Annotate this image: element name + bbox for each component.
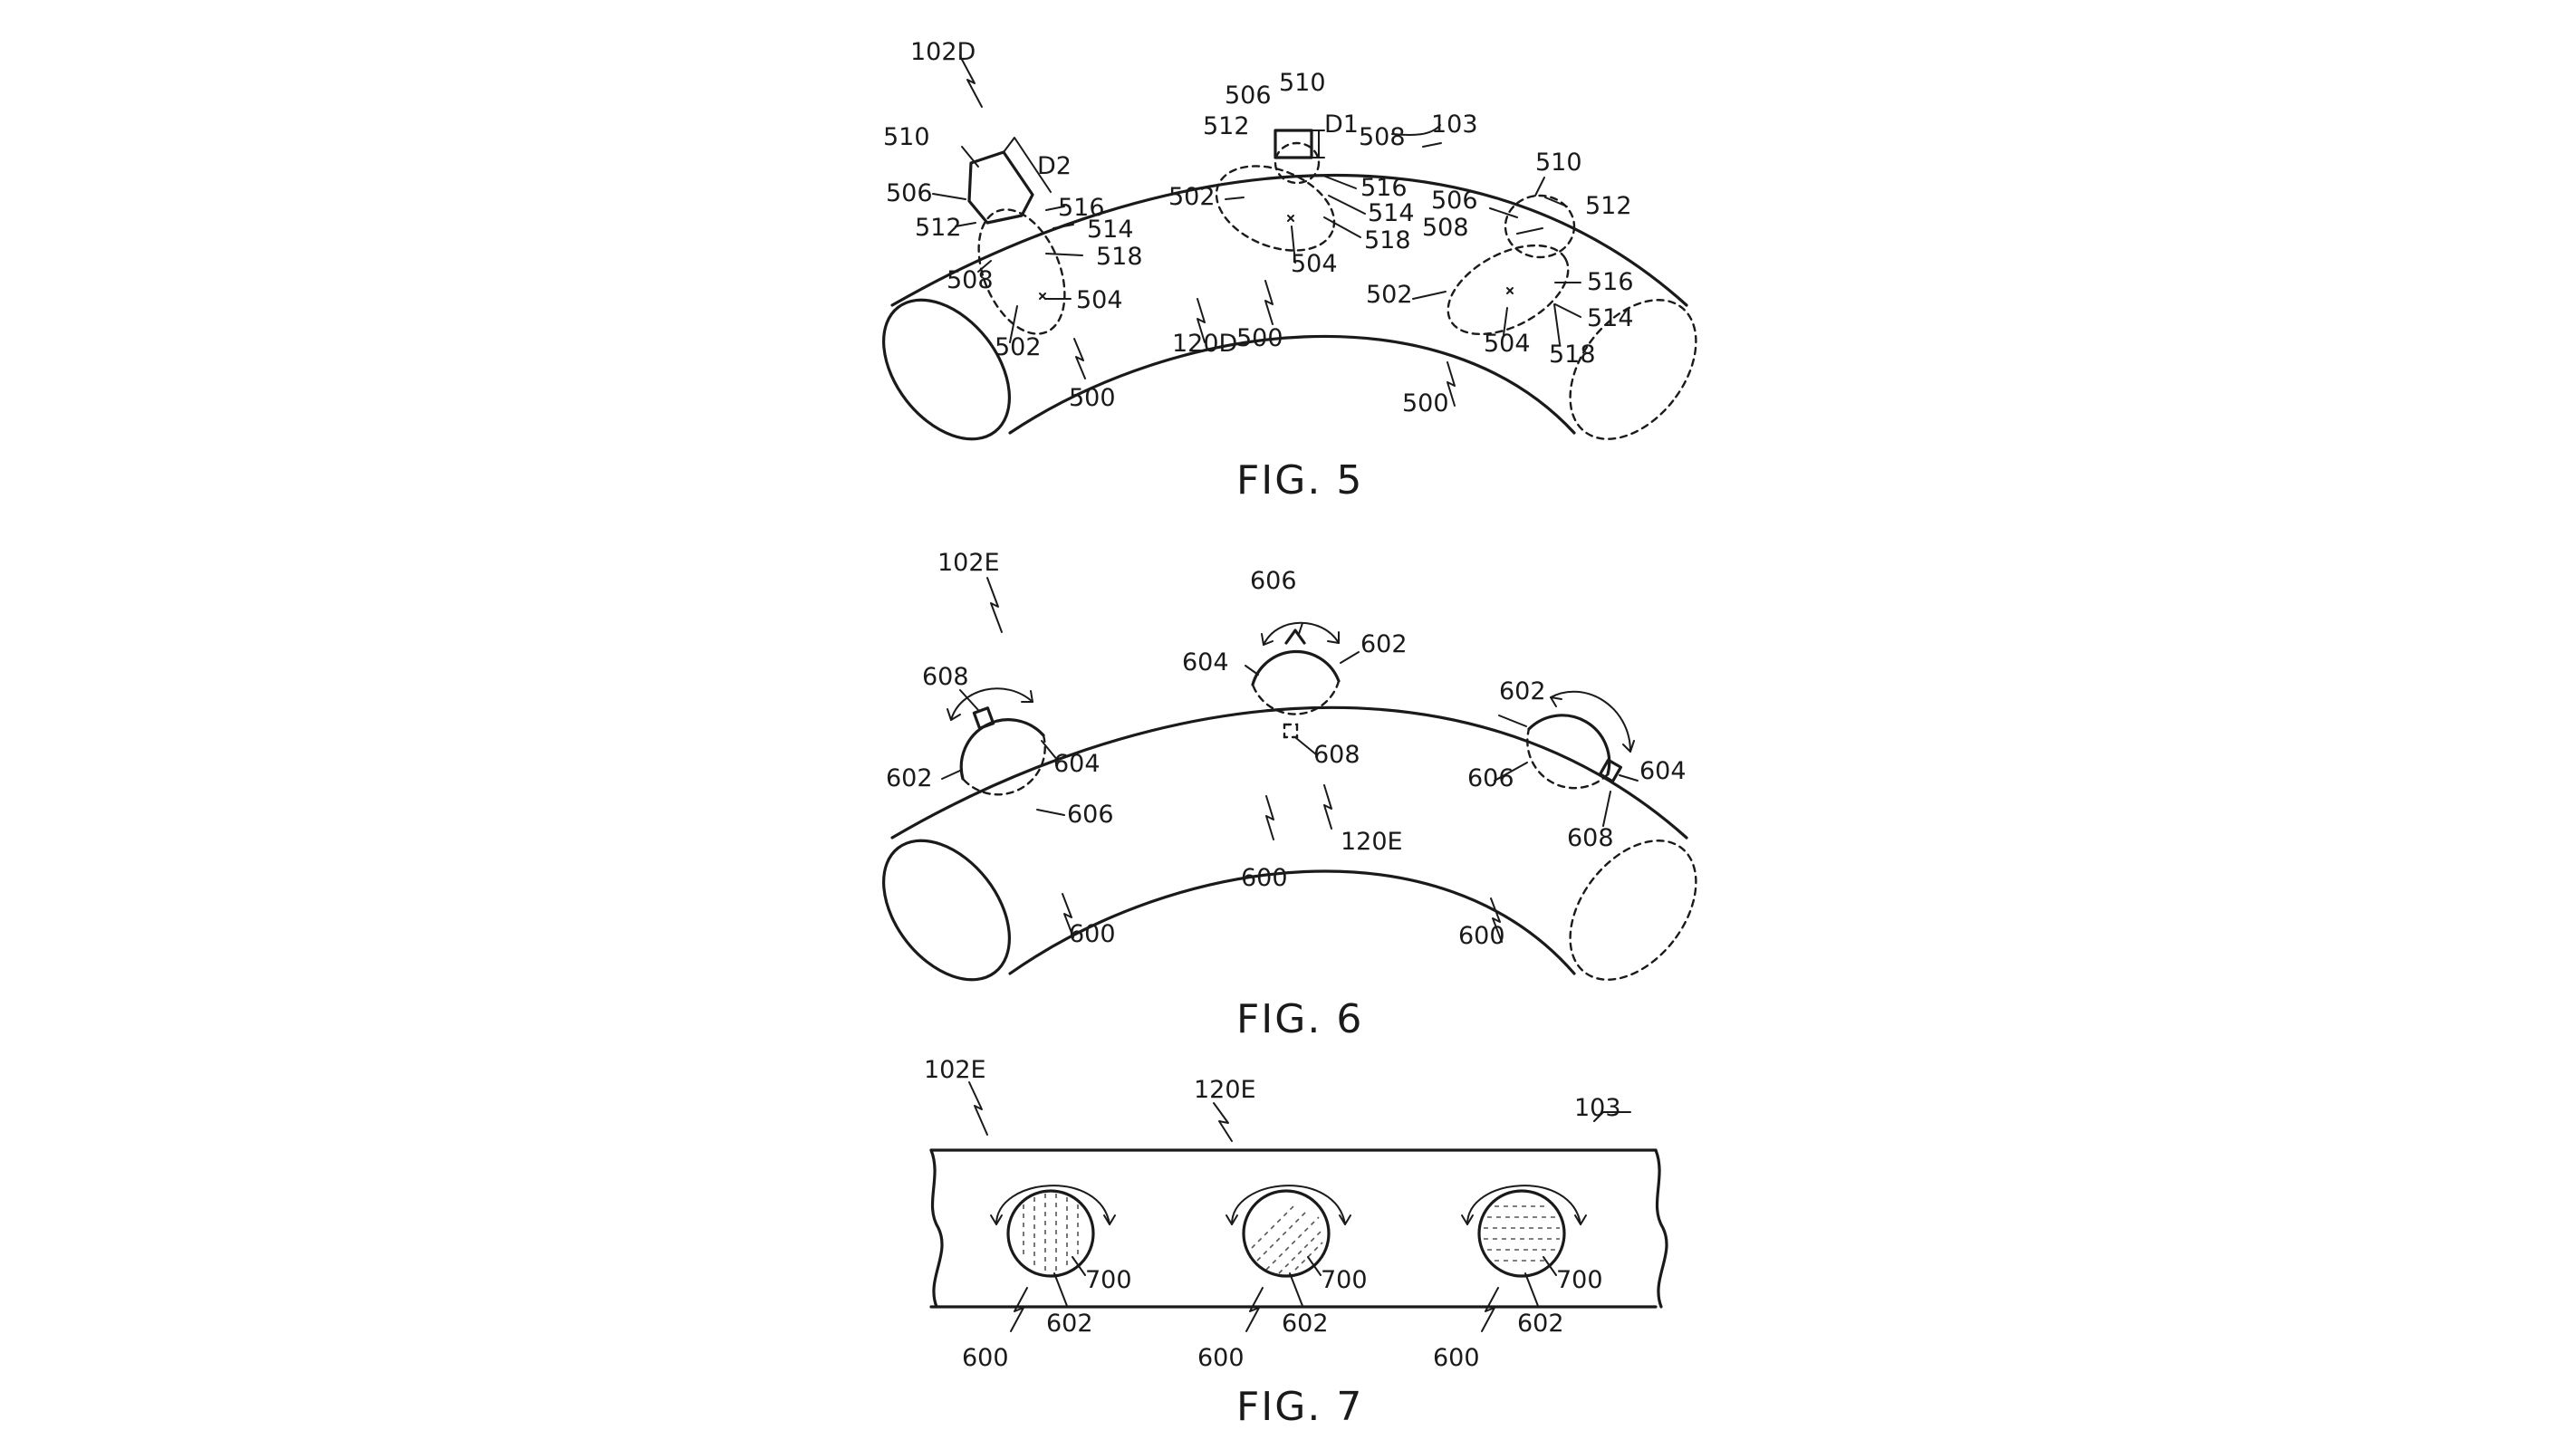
label-500-center: 500: [1236, 324, 1283, 352]
figure-7: 102E 120E 103 700 602 600 700 602 600 70…: [924, 1056, 1667, 1430]
label-102D: 102D: [910, 38, 976, 66]
label-102E: 102E: [937, 549, 1000, 577]
tube-left-end: [858, 817, 1034, 1003]
label-600-left: 600: [1069, 920, 1116, 948]
label-600-center: 600: [1241, 864, 1288, 892]
dim-d2: D2: [1037, 152, 1072, 180]
label-608-left: 608: [922, 663, 969, 691]
rotor-unit-1: [991, 1185, 1115, 1276]
label-514-left: 514: [1087, 216, 1134, 244]
label-602-right: 602: [1499, 677, 1546, 705]
label-700-unit1: 700: [1085, 1266, 1132, 1294]
figure-5: D2: [858, 38, 1721, 504]
label-508-center: 508: [1359, 123, 1406, 151]
label-606-center: 606: [1250, 567, 1297, 595]
caption-fig5: FIG. 5: [1236, 457, 1363, 504]
caption-fig6: FIG. 6: [1236, 996, 1363, 1042]
label-502-center: 502: [1168, 183, 1216, 211]
label-600-right: 600: [1458, 922, 1505, 950]
label-102E-fig7: 102E: [924, 1056, 986, 1084]
label-504-center: 504: [1291, 250, 1338, 278]
tube-left-end: [858, 276, 1034, 463]
label-103-fig7: 103: [1574, 1094, 1621, 1122]
label-604-center: 604: [1182, 648, 1229, 677]
rotor-right: [1527, 692, 1634, 788]
label-120E-fig7: 120E: [1194, 1076, 1256, 1104]
label-606-right: 606: [1467, 764, 1514, 792]
rotor-center: [1253, 623, 1339, 737]
leaders-fig6: [942, 578, 1638, 942]
label-600-unit1: 600: [962, 1344, 1009, 1372]
label-120D: 120D: [1172, 330, 1237, 358]
rotor-unit-3: [1462, 1185, 1586, 1276]
label-608-right: 608: [1567, 824, 1614, 852]
figure-6: 102E 608 602 604 606 600 606 604 602 608…: [858, 549, 1721, 1042]
label-514-center: 514: [1368, 199, 1415, 227]
tube-outer-edge: [892, 707, 1687, 838]
label-510-left: 510: [883, 123, 930, 151]
label-602-left: 602: [886, 764, 933, 792]
label-510-right: 510: [1535, 149, 1582, 177]
strip-left-break: [931, 1150, 942, 1307]
tip-606-center: [1286, 630, 1304, 643]
label-608-center: 608: [1313, 741, 1360, 769]
label-700-unit3: 700: [1556, 1266, 1603, 1294]
label-518-right: 518: [1549, 341, 1596, 369]
label-604-left: 604: [1053, 750, 1101, 778]
label-120E: 120E: [1341, 828, 1403, 856]
label-512-right: 512: [1585, 192, 1632, 220]
label-512-left: 512: [915, 214, 962, 242]
label-506-left: 506: [886, 179, 933, 207]
label-512-center: 512: [1203, 112, 1250, 140]
label-516-center: 516: [1360, 174, 1408, 202]
projection-510-left: [969, 152, 1033, 223]
label-600-unit3: 600: [1433, 1344, 1480, 1372]
label-514-right: 514: [1587, 304, 1634, 332]
label-602-center: 602: [1360, 630, 1408, 658]
label-518-left: 518: [1096, 243, 1143, 271]
label-504-right: 504: [1484, 330, 1531, 358]
label-600-unit2: 600: [1197, 1344, 1245, 1372]
label-506-center: 506: [1225, 82, 1272, 110]
label-502-right: 502: [1366, 281, 1413, 309]
label-500-right: 500: [1402, 389, 1449, 417]
label-606-left: 606: [1067, 801, 1114, 829]
label-D1: D1: [1324, 110, 1359, 139]
tab-608-center: [1284, 724, 1297, 737]
label-516-right: 516: [1587, 268, 1634, 296]
label-518-center: 518: [1364, 226, 1411, 254]
label-700-unit2: 700: [1321, 1266, 1368, 1294]
caption-fig7: FIG. 7: [1236, 1384, 1363, 1430]
label-510-center: 510: [1279, 69, 1326, 97]
label-602-unit1: 602: [1046, 1310, 1093, 1338]
label-602-unit2: 602: [1282, 1310, 1329, 1338]
label-508-left: 508: [947, 266, 994, 294]
strip-right-break: [1656, 1150, 1667, 1307]
label-602-unit3: 602: [1517, 1310, 1564, 1338]
label-604-right: 604: [1639, 757, 1687, 785]
rotor-left: [947, 688, 1045, 794]
rotor-unit-2: [1226, 1185, 1350, 1276]
label-506-right: 506: [1431, 187, 1478, 215]
label-502-left: 502: [995, 333, 1042, 361]
label-103: 103: [1431, 110, 1478, 139]
label-504-left: 504: [1076, 286, 1123, 314]
label-500-left: 500: [1069, 384, 1116, 412]
label-508-right: 508: [1422, 214, 1469, 242]
tube-outer-edge: [892, 176, 1687, 305]
